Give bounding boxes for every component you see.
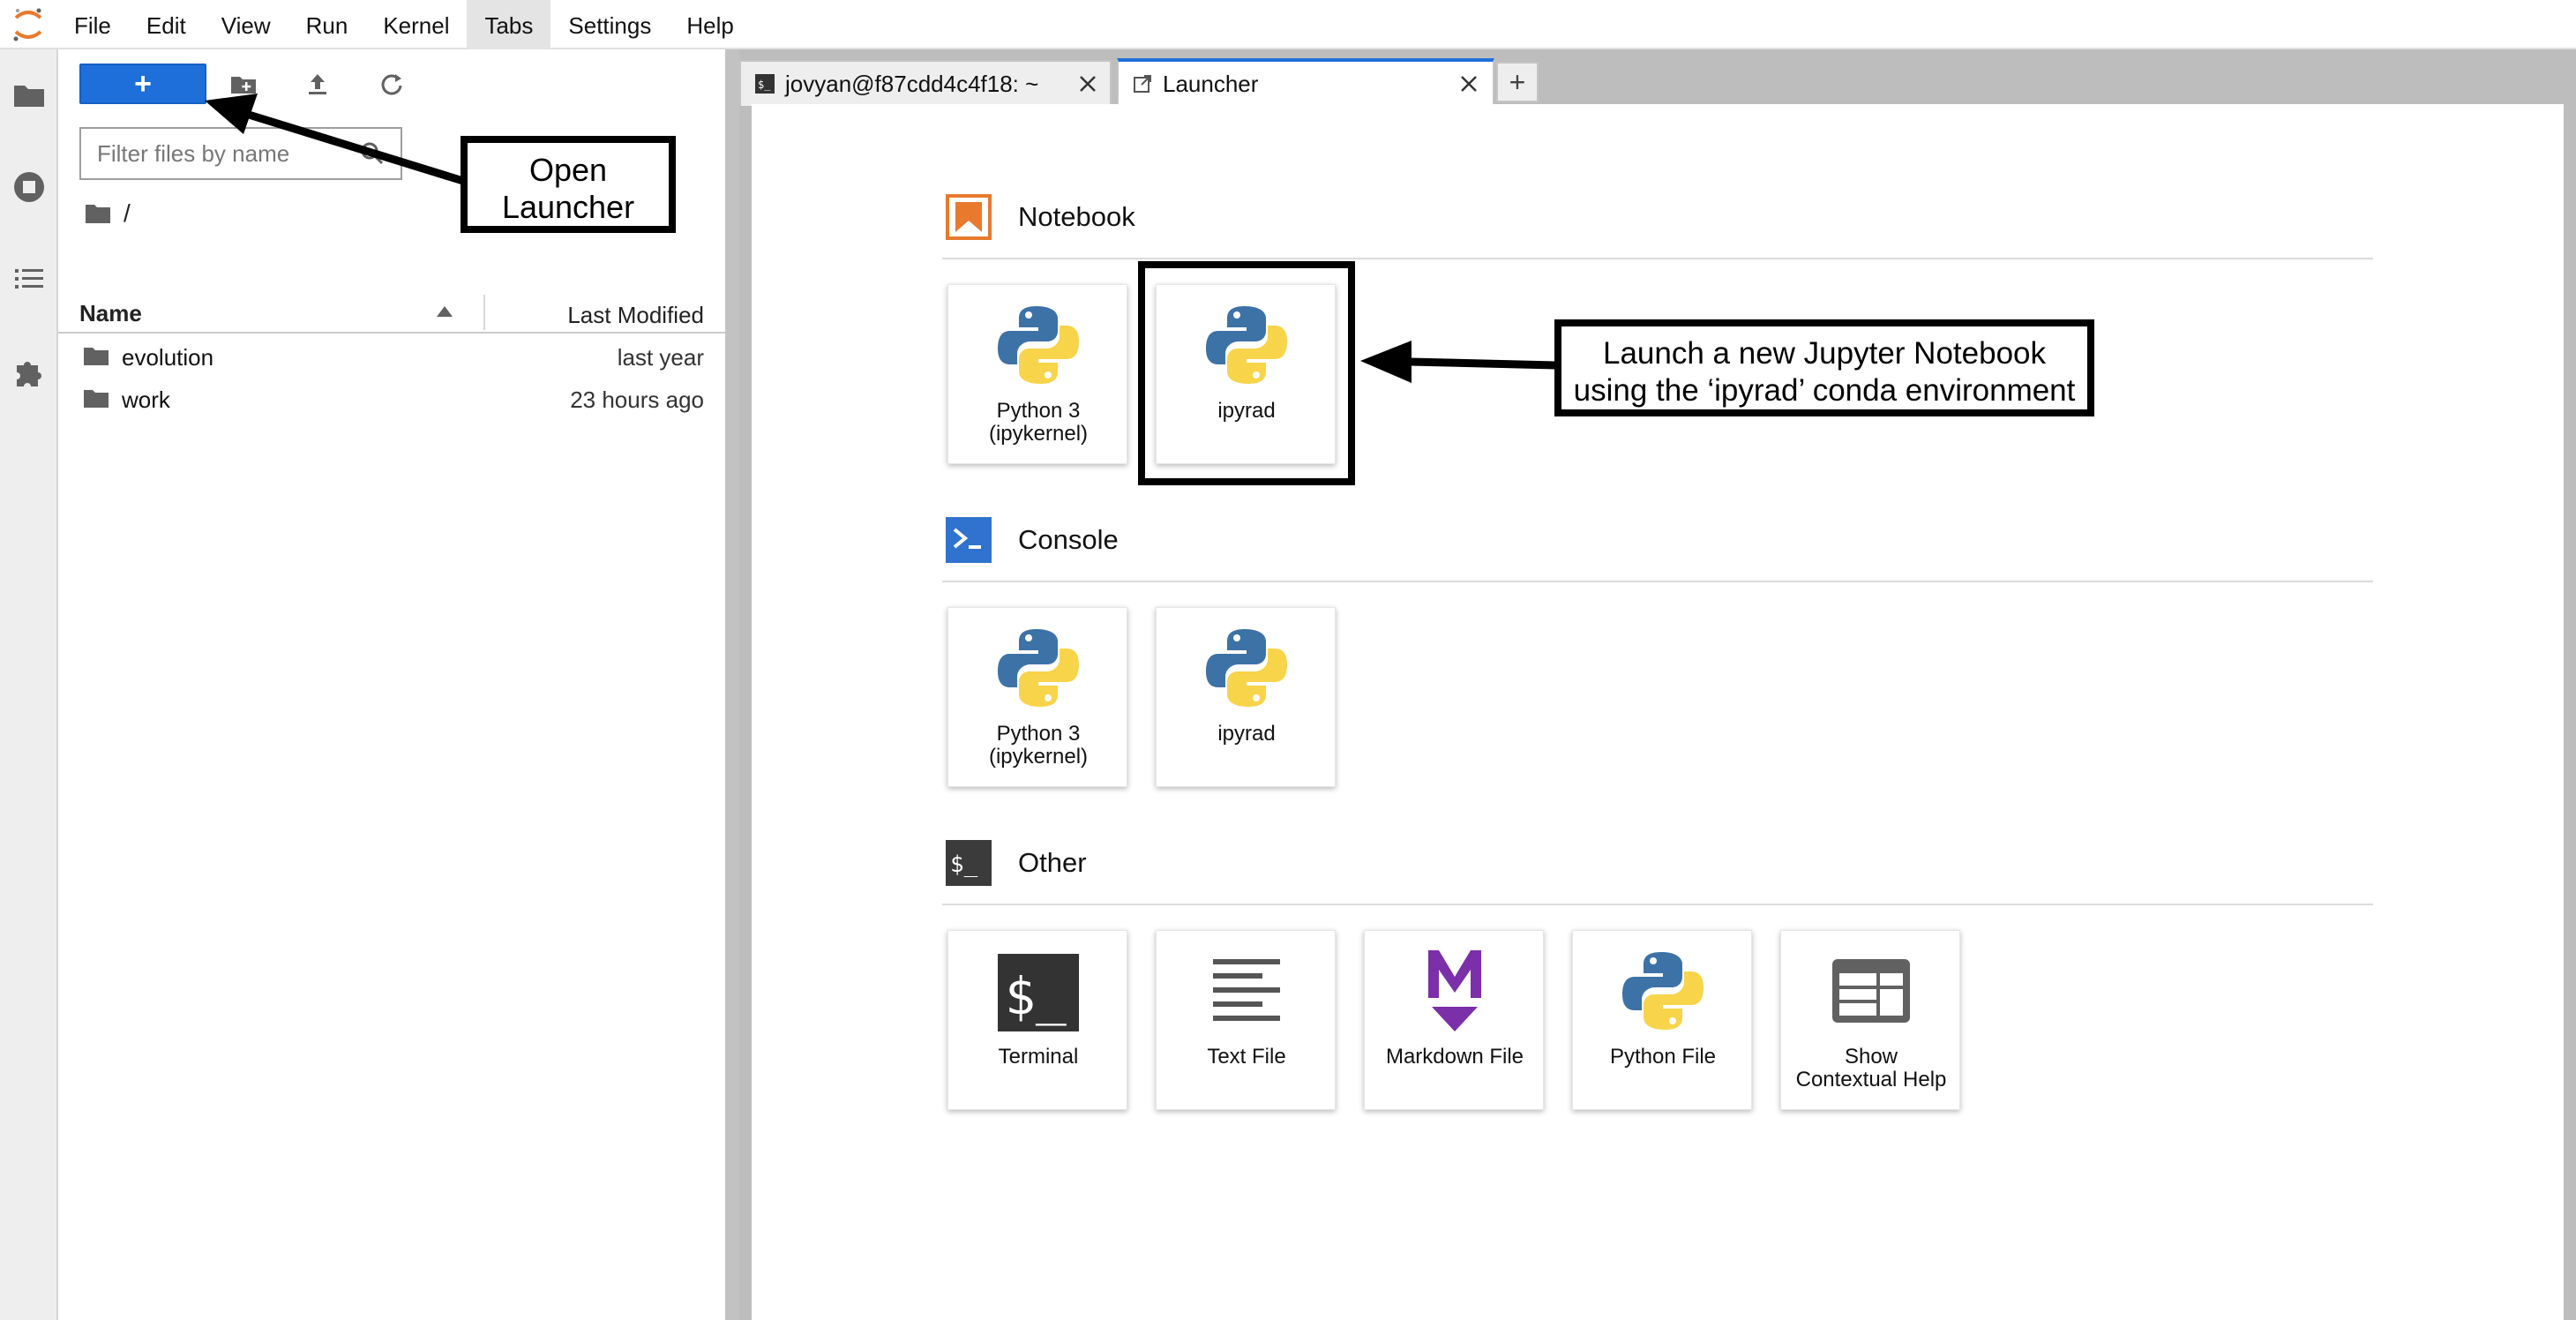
card-label: Python 3 (ipykernel) bbox=[988, 722, 1089, 769]
tab-launcher[interactable]: Launcher bbox=[1117, 58, 1494, 106]
column-header-name[interactable]: Name bbox=[79, 300, 142, 326]
card-label: Python File bbox=[1609, 1045, 1717, 1069]
menu-kernel[interactable]: Kernel bbox=[383, 12, 450, 39]
menu-list: File Edit View Run Kernel Tabs Settings … bbox=[56, 0, 752, 49]
activity-bar bbox=[0, 49, 58, 1320]
card-label: Python 3 (ipykernel) bbox=[988, 399, 1089, 446]
menu-bar: File Edit View Run Kernel Tabs Settings … bbox=[0, 0, 2576, 49]
card-notebook-ipyrad[interactable]: ipyrad bbox=[1156, 284, 1336, 464]
notebook-icon bbox=[946, 194, 992, 240]
card-text-file[interactable]: Text File bbox=[1156, 930, 1336, 1110]
svg-text:$_: $_ bbox=[1005, 966, 1067, 1026]
column-header-last-modified[interactable]: Last Modified bbox=[567, 302, 704, 328]
sort-ascending-icon bbox=[437, 306, 453, 317]
other-icon: $_ bbox=[946, 840, 992, 886]
contextual-help-icon bbox=[1832, 959, 1910, 1023]
card-terminal[interactable]: $_ Terminal bbox=[947, 930, 1127, 1110]
menu-view[interactable]: View bbox=[221, 12, 271, 39]
tab-bar: $_ jovyan@f87cdd4c4f18: ~ Launcher + bbox=[739, 49, 2576, 106]
breadcrumb-root[interactable]: / bbox=[124, 199, 131, 227]
launcher-icon bbox=[1134, 75, 1151, 93]
card-console-ipyrad[interactable]: ipyrad bbox=[1156, 607, 1336, 787]
card-markdown-file[interactable]: Markdown File bbox=[1364, 930, 1544, 1110]
panel-splitter[interactable] bbox=[725, 49, 739, 1320]
breadcrumb: / bbox=[85, 196, 131, 231]
menu-edit[interactable]: Edit bbox=[146, 12, 186, 39]
python-icon bbox=[1206, 629, 1287, 707]
annotation-launch-notebook: Launch a new Jupyter Notebook using the … bbox=[1554, 319, 2094, 416]
section-divider bbox=[942, 904, 2373, 905]
file-name: evolution bbox=[122, 344, 214, 371]
close-icon[interactable] bbox=[1078, 74, 1097, 94]
card-contextual-help[interactable]: Show Contextual Help bbox=[1780, 930, 1960, 1110]
file-modified: last year bbox=[617, 344, 704, 371]
card-label: Text File bbox=[1207, 1045, 1286, 1069]
file-list-header: Name Last Modified bbox=[58, 288, 725, 334]
annotation-open-launcher: Open Launcher bbox=[461, 136, 676, 233]
jupyter-logo-icon[interactable] bbox=[9, 5, 48, 44]
card-notebook-python3[interactable]: Python 3 (ipykernel) bbox=[947, 284, 1127, 464]
card-label: Show Contextual Help bbox=[1795, 1045, 1947, 1091]
file-modified: 23 hours ago bbox=[570, 386, 704, 413]
close-icon[interactable] bbox=[1459, 74, 1479, 94]
home-folder-icon[interactable] bbox=[85, 202, 111, 225]
new-folder-icon[interactable] bbox=[229, 71, 258, 99]
section-title-other: Other bbox=[1018, 847, 1087, 878]
refresh-icon[interactable] bbox=[378, 71, 406, 99]
file-browser-panel: + / Name bbox=[58, 49, 725, 1320]
menu-file[interactable]: File bbox=[74, 12, 111, 39]
card-python-file[interactable]: Python File bbox=[1572, 930, 1752, 1110]
python-icon bbox=[998, 629, 1079, 707]
menu-tabs[interactable]: Tabs bbox=[467, 0, 551, 49]
text-file-icon bbox=[1213, 959, 1280, 1021]
tab-label: Launcher bbox=[1163, 71, 1259, 97]
file-row-work[interactable]: work 23 hours ago bbox=[58, 378, 725, 420]
svg-text:$_: $_ bbox=[950, 851, 978, 878]
add-tab-button[interactable]: + bbox=[1496, 62, 1539, 102]
card-label: ipyrad bbox=[1217, 722, 1276, 746]
card-label: Terminal bbox=[998, 1045, 1079, 1069]
menu-settings[interactable]: Settings bbox=[568, 12, 652, 39]
new-launcher-button[interactable]: + bbox=[79, 64, 206, 104]
terminal-icon: $_ bbox=[998, 954, 1079, 1031]
python-icon bbox=[1622, 952, 1704, 1030]
svg-text:$_: $_ bbox=[758, 79, 771, 91]
card-label: Markdown File bbox=[1385, 1045, 1524, 1069]
section-divider bbox=[942, 581, 2373, 582]
upload-icon[interactable] bbox=[303, 71, 332, 99]
section-title-notebook: Notebook bbox=[1018, 201, 1135, 232]
folder-icon bbox=[84, 348, 109, 365]
card-label: ipyrad bbox=[1217, 399, 1276, 423]
python-icon bbox=[998, 306, 1079, 384]
main-dock-area: $_ jovyan@f87cdd4c4f18: ~ Launcher + bbox=[739, 49, 2576, 1320]
section-divider bbox=[942, 258, 2373, 259]
launcher-panel: Notebook Python 3 (ipykernel) i bbox=[752, 104, 2564, 1320]
menu-help[interactable]: Help bbox=[686, 12, 734, 39]
search-icon bbox=[361, 142, 384, 165]
filter-files-input[interactable] bbox=[79, 127, 402, 180]
tab-terminal[interactable]: $_ jovyan@f87cdd4c4f18: ~ bbox=[739, 60, 1112, 106]
file-row-evolution[interactable]: evolution last year bbox=[58, 335, 725, 378]
folder-icon[interactable] bbox=[11, 78, 47, 113]
file-name: work bbox=[122, 386, 170, 413]
column-divider[interactable] bbox=[483, 295, 485, 330]
running-sessions-icon[interactable] bbox=[11, 169, 47, 205]
annotation-highlight-ipyrad bbox=[1138, 261, 1355, 485]
markdown-icon bbox=[1428, 950, 1481, 1031]
section-title-console: Console bbox=[1018, 524, 1119, 555]
menu-run[interactable]: Run bbox=[305, 12, 348, 39]
terminal-icon: $_ bbox=[755, 74, 775, 94]
table-of-contents-icon[interactable] bbox=[11, 261, 47, 296]
console-icon bbox=[946, 517, 992, 563]
tab-label: jovyan@f87cdd4c4f18: ~ bbox=[785, 71, 1039, 97]
python-icon bbox=[1206, 306, 1287, 384]
folder-icon bbox=[84, 390, 109, 408]
card-console-python3[interactable]: Python 3 (ipykernel) bbox=[947, 607, 1127, 787]
extension-manager-icon[interactable] bbox=[11, 355, 47, 390]
